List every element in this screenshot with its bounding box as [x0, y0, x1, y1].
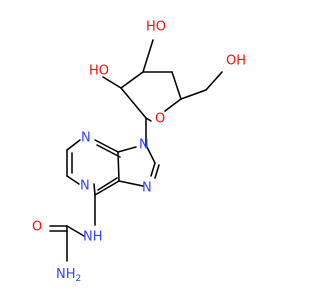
carbonyl-oxygen-label: O: [32, 220, 42, 235]
ring-bond: [154, 164, 160, 179]
nitrogen-label: N: [142, 181, 152, 196]
amino-main-label: NH: [56, 267, 76, 282]
amine-label: NH: [83, 230, 103, 245]
hydroxyl-label: HO: [146, 20, 166, 35]
amino-subscript-label: 2: [76, 274, 82, 284]
sugar-bond: [145, 117, 152, 122]
nitrogen-label: N: [81, 131, 91, 146]
ring-bond: [97, 177, 118, 191]
hydroxyl-label: OH: [226, 54, 246, 69]
hydroxyl-bond: [142, 39, 154, 73]
nitrogen-label: N: [139, 138, 149, 153]
sugar-bond: [120, 71, 144, 89]
molecule-canvas: HO HO OH O N N N N NH O NH2: [0, 0, 300, 300]
bond-set: [49, 39, 223, 262]
amino-label: NH2: [56, 267, 81, 284]
ring-bond: [66, 175, 80, 185]
hydroxyl-label: HO: [89, 64, 109, 79]
hydroxyl-bond: [102, 76, 122, 89]
molecule-structure: HO HO OH O N N N N NH O NH2: [0, 0, 300, 300]
ring-bond: [150, 162, 156, 177]
sugar-bond: [164, 98, 182, 112]
ring-bond: [66, 139, 81, 151]
ring-oxygen-label: O: [155, 112, 165, 127]
carbon-bond: [180, 89, 207, 100]
ring-bond: [96, 144, 121, 158]
ring-bond: [94, 139, 119, 153]
ring-bond: [117, 146, 137, 153]
ring-bond: [145, 144, 156, 164]
sugar-bond: [171, 71, 182, 100]
hydroxyl-bond: [205, 71, 223, 91]
nitrogen-label: N: [80, 179, 90, 194]
sugar-bond: [120, 87, 147, 119]
substituent-bond: [66, 225, 85, 237]
ring-bond: [94, 180, 120, 196]
ring-bond: [93, 183, 96, 196]
atom-label-set: HO HO OH O N N N N NH O NH2: [32, 20, 246, 284]
background: [0, 0, 300, 300]
ring-bond: [118, 180, 144, 187]
